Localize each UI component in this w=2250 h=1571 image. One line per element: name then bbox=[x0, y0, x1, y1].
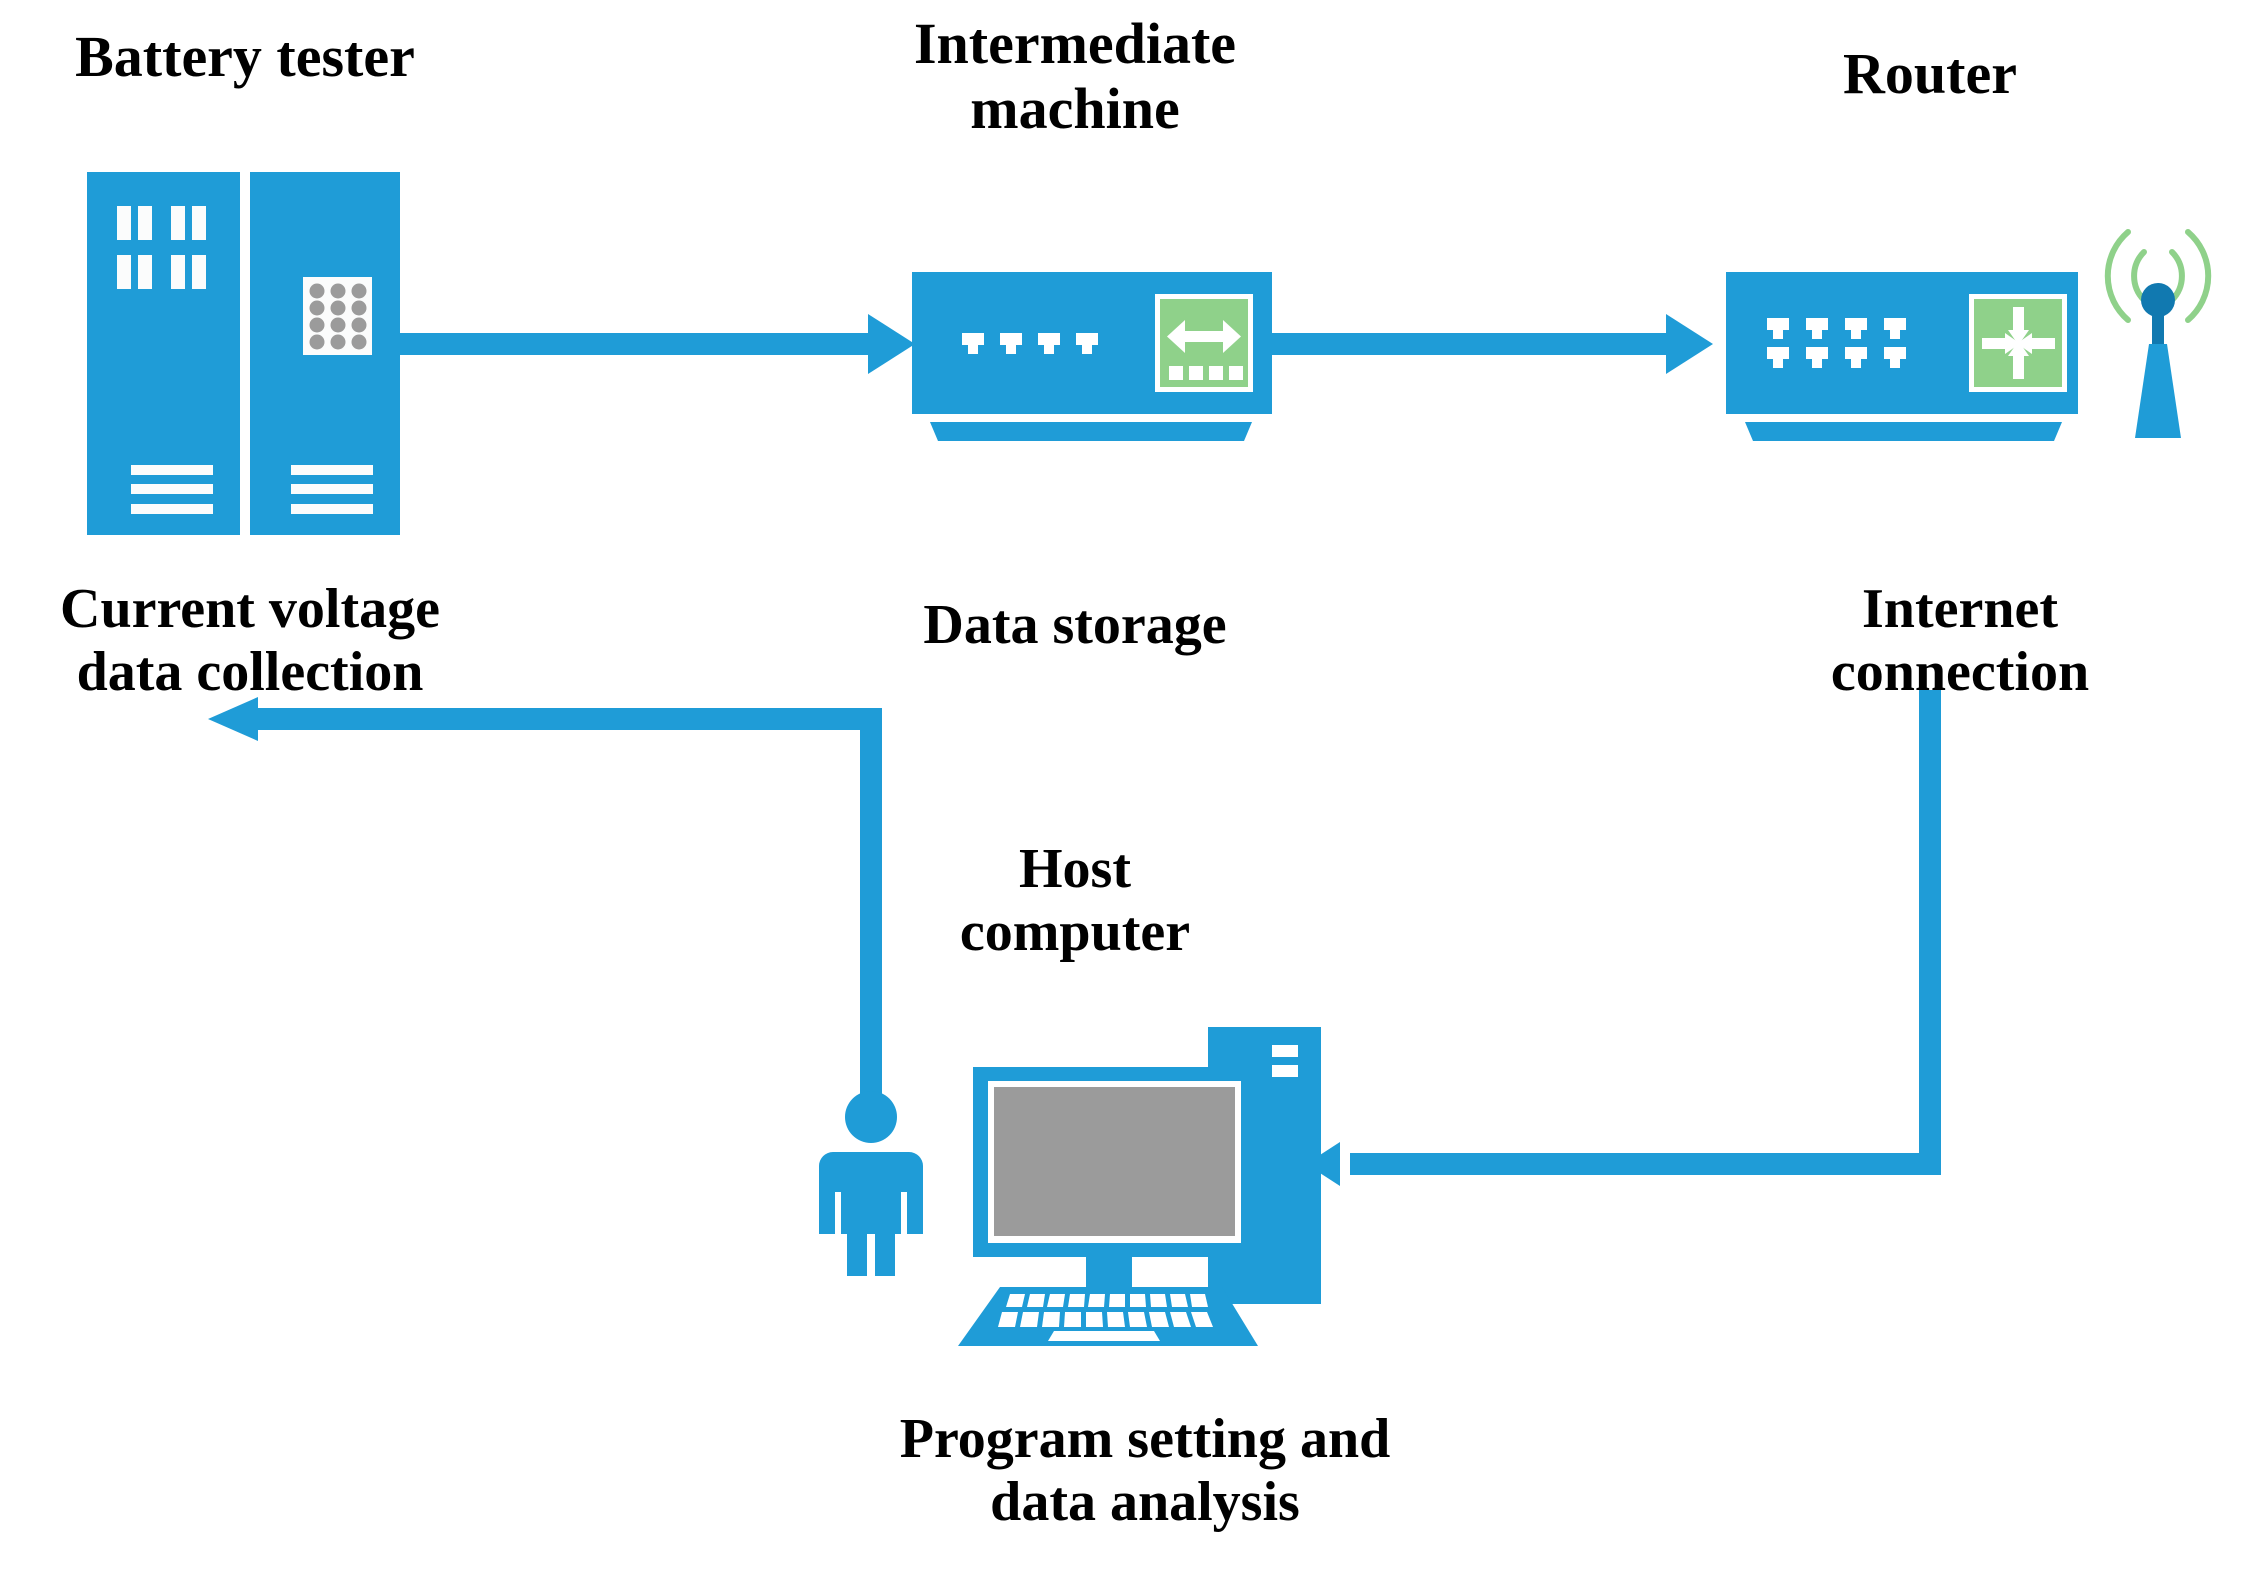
left-right-arrow-icon bbox=[1167, 320, 1241, 353]
battery-tester-slot-bars bbox=[117, 206, 206, 289]
label-host-computer: Host computer bbox=[959, 838, 1191, 963]
antenna-signal-arcs bbox=[2104, 229, 2212, 323]
router-icon bbox=[1726, 272, 2078, 441]
arrow-host-to-tester bbox=[208, 697, 882, 1108]
battery-tester-icon bbox=[87, 172, 400, 535]
person-icon bbox=[819, 1091, 923, 1276]
label-battery-tester: Battery tester bbox=[75, 24, 415, 89]
desktop-computer-icon bbox=[958, 1027, 1321, 1346]
arrow-switch-to-router bbox=[1270, 314, 1713, 374]
four-arrows-inward-icon bbox=[1982, 307, 2055, 379]
tower-drive-slots bbox=[1272, 1045, 1298, 1077]
label-intermediate-machine: Intermediate machine bbox=[913, 11, 1237, 141]
switch-ports bbox=[962, 333, 1098, 354]
label-program-setting-and-data-analysis: Program setting and data analysis bbox=[899, 1408, 1391, 1533]
arrow-router-to-host bbox=[1306, 690, 1941, 1186]
label-current-voltage-data-collection: Current voltage data collection bbox=[60, 578, 440, 703]
router-badge bbox=[1969, 294, 2067, 392]
keyboard-keys bbox=[998, 1294, 1213, 1341]
switch-badge bbox=[1155, 294, 1253, 392]
arrow-tester-to-switch bbox=[398, 314, 915, 374]
battery-tester-dot-panel bbox=[303, 277, 372, 355]
network-switch-icon bbox=[912, 272, 1272, 441]
label-router: Router bbox=[1843, 41, 2017, 106]
switch-badge-leds bbox=[1169, 366, 1243, 380]
antenna-icon bbox=[2104, 229, 2212, 438]
monitor-screen bbox=[994, 1087, 1235, 1236]
battery-tester-vent-lines bbox=[131, 465, 373, 514]
label-data-storage: Data storage bbox=[923, 594, 1227, 656]
label-internet-connection: Internet connection bbox=[1830, 578, 2090, 703]
router-ports bbox=[1767, 318, 1906, 368]
